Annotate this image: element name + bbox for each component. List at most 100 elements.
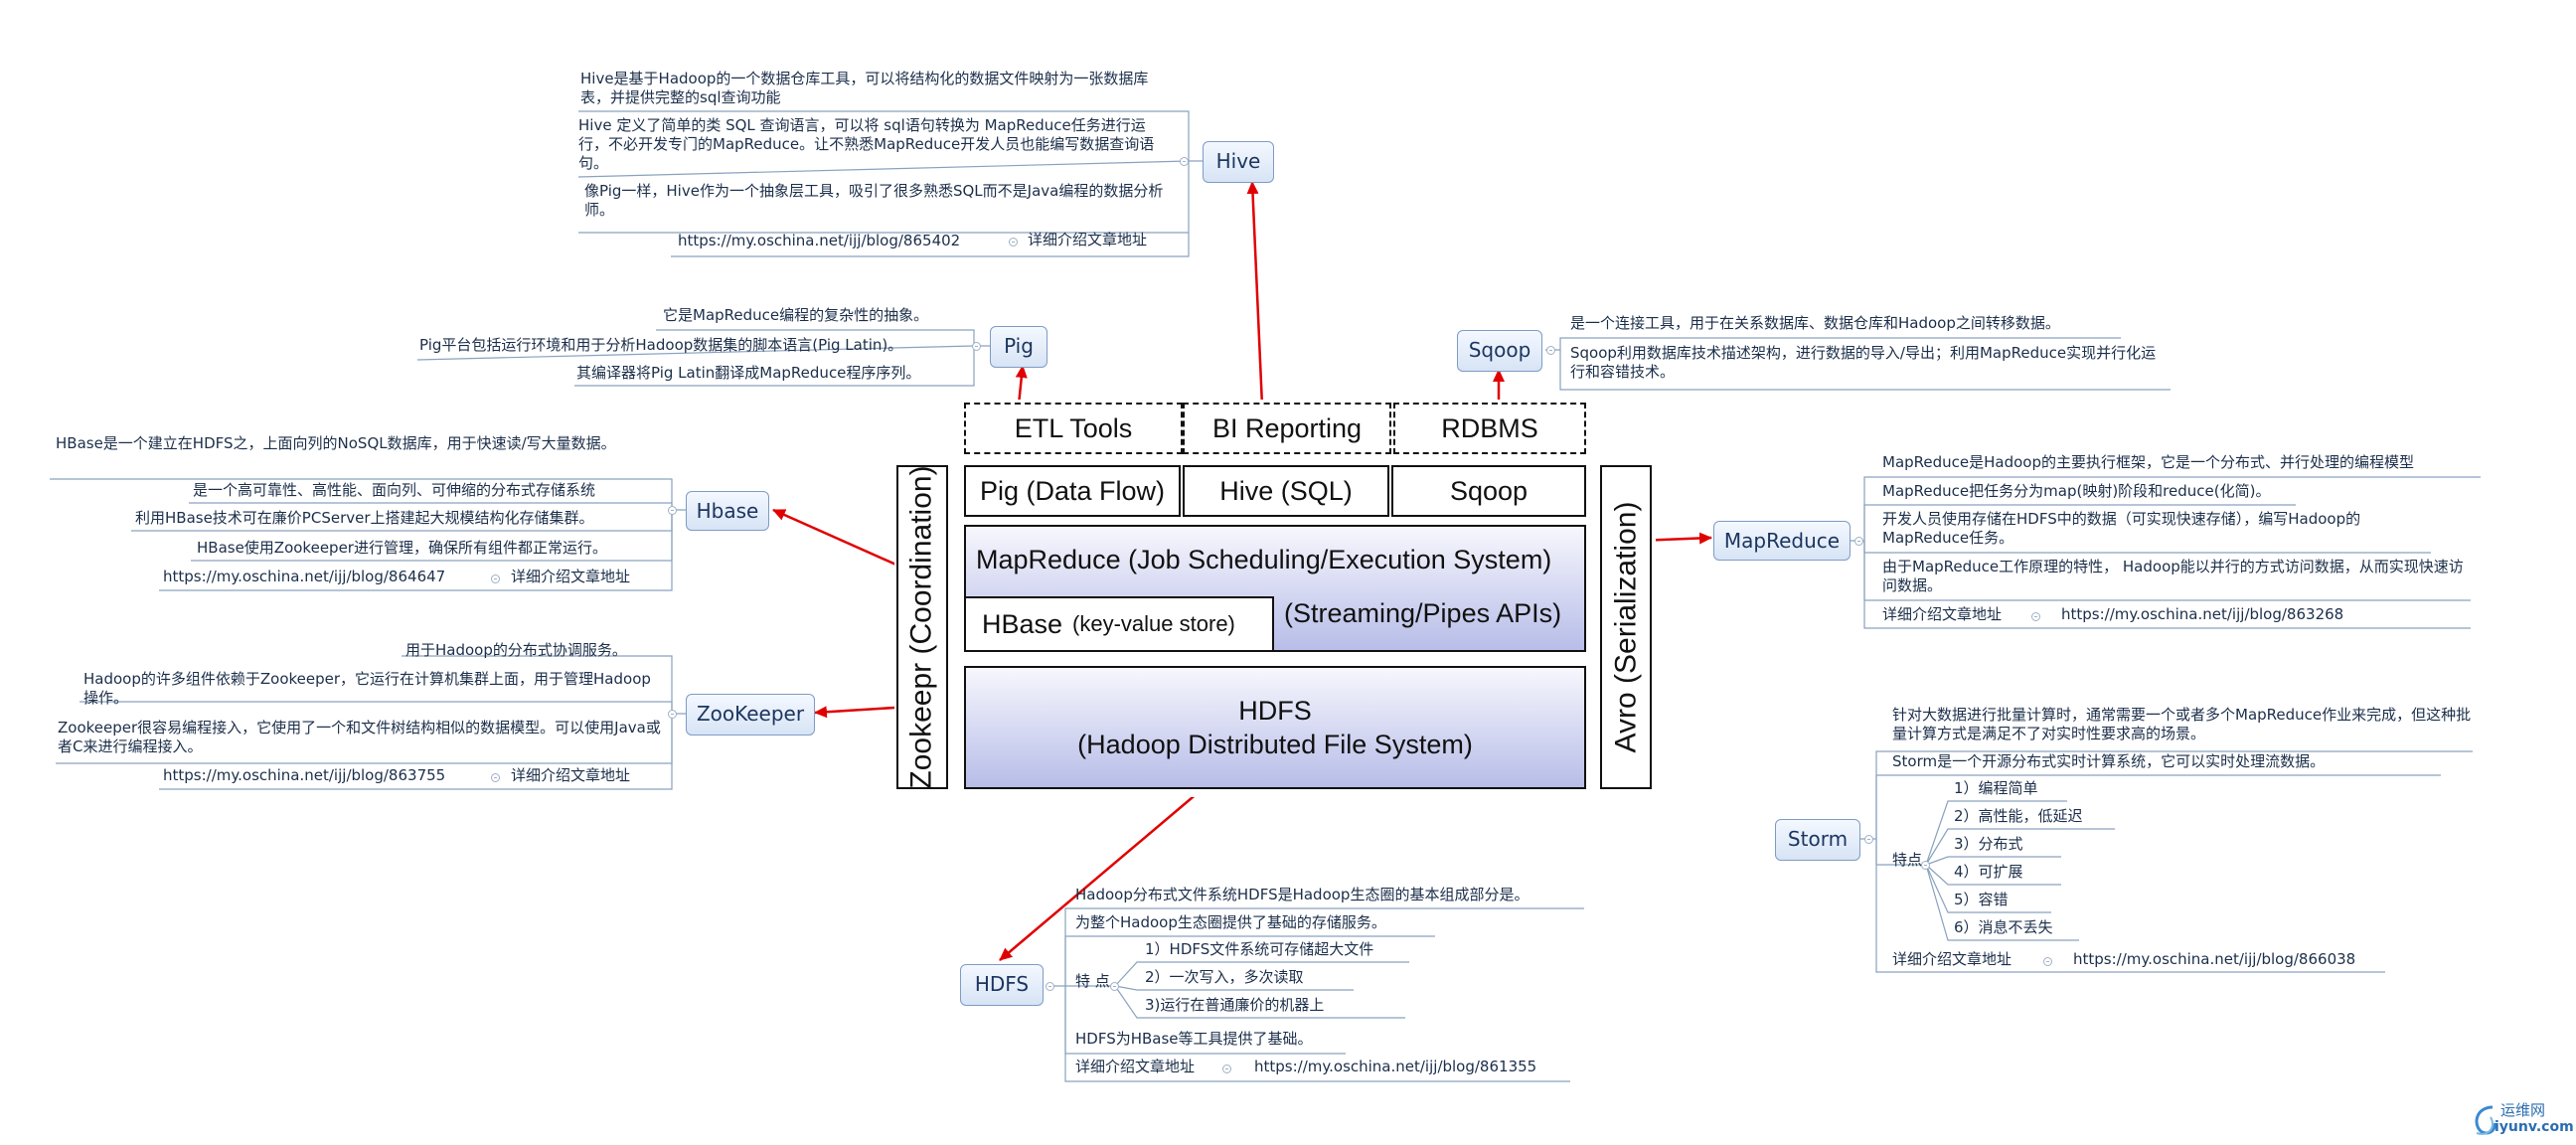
hbase-note-1: HBase是一个建立在HDFS之，上面向列的NoSQL数据库，用于快速读/写大量… bbox=[56, 434, 616, 452]
zookeeper-url-dot[interactable] bbox=[491, 773, 500, 782]
node-storm[interactable]: Storm bbox=[1775, 819, 1860, 861]
collapse-dot-hdfs-features[interactable] bbox=[1110, 982, 1119, 991]
stack-hdfs-label: HDFS bbox=[1238, 696, 1312, 726]
arrow-to-zookeeper bbox=[814, 706, 895, 719]
storm-feature-5: 5）容错 bbox=[1954, 891, 2009, 908]
branch-lines bbox=[50, 110, 2481, 1082]
stack-etl-tools: ETL Tools bbox=[964, 403, 1183, 454]
hdfs-note-3: HDFS为HBase等工具提供了基础。 bbox=[1075, 1030, 1313, 1048]
mapreduce-url-dot[interactable] bbox=[2031, 612, 2040, 621]
storm-url-dot[interactable] bbox=[2043, 957, 2052, 966]
collapse-dot-storm[interactable] bbox=[1864, 835, 1873, 844]
node-zookeeper[interactable]: ZooKeeper bbox=[686, 694, 815, 736]
hive-url-dot[interactable] bbox=[1009, 238, 1018, 246]
mapreduce-note-1: MapReduce是Hadoop的主要执行框架，它是一个分布式、并行处理的编程模… bbox=[1882, 453, 2415, 471]
hdfs-note-1: Hadoop分布式文件系统HDFS是Hadoop生态圈的基本组成部分是。 bbox=[1075, 886, 1530, 903]
stack-pig-label: Pig (Data Flow) bbox=[979, 475, 1166, 506]
node-sqoop[interactable]: Sqoop bbox=[1457, 330, 1542, 372]
stack-hbase: HBase (key-value store) bbox=[964, 596, 1274, 652]
arrow-to-hdfs bbox=[999, 764, 1231, 961]
node-pig[interactable]: Pig bbox=[990, 326, 1047, 368]
mapreduce-url[interactable]: https://my.oschina.net/ijj/blog/863268 bbox=[2061, 605, 2344, 623]
hive-note-1: Hive是基于Hadoop的一个数据仓库工具，可以将结构化的数据文件映射为一张数… bbox=[580, 70, 1149, 106]
storm-note-2: Storm是一个开源分布式实时计算系统，它可以实时处理流数据。 bbox=[1892, 752, 2326, 770]
zookeeper-url[interactable]: https://my.oschina.net/ijj/blog/863755 bbox=[163, 766, 446, 784]
stack-bi-reporting: BI Reporting bbox=[1183, 403, 1391, 454]
stack-sqoop: Sqoop bbox=[1391, 465, 1586, 517]
logo-text-cn: 运维网 bbox=[2500, 1101, 2546, 1119]
site-logo: 运维网 iyunv.com bbox=[2471, 1097, 2574, 1141]
hdfs-feature-3: 3)运行在普通廉价的机器上 bbox=[1145, 996, 1325, 1014]
collapse-dot-sqoop[interactable] bbox=[1546, 346, 1555, 355]
hive-note-2: Hive 定义了简单的类 SQL 查询语言，可以将 sql语句转换为 MapRe… bbox=[578, 116, 1155, 172]
collapse-dot-pig[interactable] bbox=[972, 342, 981, 351]
storm-feature-3: 3）分布式 bbox=[1954, 835, 2023, 853]
stack-hive: Hive (SQL) bbox=[1183, 465, 1389, 517]
stack-avro-label: Avro (Serialization) bbox=[1609, 501, 1643, 753]
hdfs-feature-label: 特 点 bbox=[1075, 972, 1110, 990]
collapse-dot-hbase[interactable] bbox=[668, 506, 677, 515]
stack-hbase-label: HBase bbox=[982, 608, 1063, 639]
hdfs-note-2: 为整个Hadoop生态圈提供了基础的存储服务。 bbox=[1075, 913, 1386, 931]
mapreduce-note-4: 由于MapReduce工作原理的特性， Hadoop能以并行的方式访问数据，从而… bbox=[1882, 558, 2464, 594]
sqoop-note-1: 是一个连接工具，用于在关系数据库、数据仓库和Hadoop之间转移数据。 bbox=[1570, 314, 2060, 332]
zookeeper-note-3: Zookeeper很容易编程接入，它使用了一个和文件树结构相似的数据模型。可以使… bbox=[58, 719, 661, 755]
collapse-dot-zookeeper[interactable] bbox=[668, 710, 677, 719]
storm-feature-6: 6）消息不丢失 bbox=[1954, 918, 2053, 936]
stack-streaming-label: (Streaming/Pipes APIs) bbox=[1284, 598, 1562, 628]
storm-feature-1: 1）编程简单 bbox=[1954, 779, 2038, 797]
stack-zookeeper: Zookeepr (Coordination) bbox=[896, 465, 948, 789]
stack-etl-tools-label: ETL Tools bbox=[1014, 412, 1133, 443]
hbase-note-2: 是一个高可靠性、高性能、面向列、可伸缩的分布式存储系统 bbox=[193, 481, 596, 499]
mapreduce-url-label: 详细介绍文章地址 bbox=[1882, 605, 2003, 623]
storm-feature-4: 4）可扩展 bbox=[1954, 863, 2023, 881]
node-hbase[interactable]: Hbase bbox=[686, 491, 769, 531]
hive-url-label: 详细介绍文章地址 bbox=[1028, 231, 1148, 248]
hbase-note-3: 利用HBase技术可在廉价PCServer上搭建起大规模结构化存储集群。 bbox=[135, 509, 594, 527]
stack-hive-label: Hive (SQL) bbox=[1219, 475, 1353, 506]
storm-feature-2: 2）高性能，低延迟 bbox=[1954, 807, 2083, 825]
zookeeper-note-1: 用于Hadoop的分布式协调服务。 bbox=[405, 641, 627, 659]
logo-text-en: iyunv.com bbox=[2495, 1119, 2574, 1135]
stack-hdfs-sublabel: (Hadoop Distributed File System) bbox=[1077, 730, 1473, 759]
node-hdfs[interactable]: HDFS bbox=[960, 964, 1044, 1006]
sqoop-note-2: Sqoop利用数据库技术描述架构，进行数据的导入/导出；利用MapReduce实… bbox=[1570, 344, 2157, 381]
storm-feature-label: 特点 bbox=[1892, 851, 1923, 869]
zookeeper-note-2: Hadoop的许多组件依赖于Zookeeper，它运行在计算机集群上面，用于管理… bbox=[83, 670, 651, 707]
node-hive[interactable]: Hive bbox=[1203, 141, 1274, 183]
node-mapreduce[interactable]: MapReduce bbox=[1713, 521, 1851, 561]
stack-bi-reporting-label: BI Reporting bbox=[1211, 412, 1363, 443]
collapse-dot-mapreduce[interactable] bbox=[1854, 537, 1863, 546]
collapse-dot-storm-features[interactable] bbox=[1921, 861, 1930, 870]
pig-note-2: Pig平台包括运行环境和用于分析Hadoop数据集的脚本语言(Pig Latin… bbox=[419, 336, 903, 354]
hdfs-url[interactable]: https://my.oschina.net/ijj/blog/861355 bbox=[1254, 1058, 1537, 1075]
hdfs-url-dot[interactable] bbox=[1222, 1064, 1231, 1073]
stack-hdfs: HDFS (Hadoop Distributed File System) bbox=[964, 666, 1586, 789]
storm-note-1: 针对大数据进行批量计算时，通常需要一个或者多个MapReduce作业来完成，但这… bbox=[1892, 706, 2472, 742]
pig-note-1: 它是MapReduce编程的复杂性的抽象。 bbox=[663, 306, 929, 324]
zookeeper-url-label: 详细介绍文章地址 bbox=[511, 766, 631, 784]
hdfs-url-label: 详细介绍文章地址 bbox=[1075, 1058, 1196, 1075]
hdfs-feature-2: 2）一次写入，多次读取 bbox=[1145, 968, 1304, 986]
hive-note-3: 像Pig一样，Hive作为一个抽象层工具，吸引了很多熟悉SQL而不是Java编程… bbox=[584, 182, 1164, 219]
hbase-url-dot[interactable] bbox=[491, 574, 500, 583]
collapse-dot-hive[interactable] bbox=[1180, 157, 1189, 166]
hdfs-feature-1: 1）HDFS文件系统可存储超大文件 bbox=[1145, 940, 1374, 958]
hbase-note-4: HBase使用Zookeeper进行管理，确保所有组件都正常运行。 bbox=[197, 539, 607, 557]
storm-url[interactable]: https://my.oschina.net/ijj/blog/866038 bbox=[2073, 950, 2356, 968]
hbase-url[interactable]: https://my.oschina.net/ijj/blog/864647 bbox=[163, 568, 446, 585]
storm-url-label: 详细介绍文章地址 bbox=[1892, 950, 2012, 968]
mapreduce-note-3: 开发人员使用存储在HDFS中的数据（可实现快速存储），编写Hadoop的MapR… bbox=[1882, 510, 2361, 547]
mapreduce-note-2: MapReduce把任务分为map(映射)阶段和reduce(化简)。 bbox=[1882, 482, 2271, 500]
stack-rdbms-label: RDBMS bbox=[1441, 412, 1538, 443]
stack-mapreduce-label: MapReduce (Job Scheduling/Execution Syst… bbox=[976, 545, 1552, 574]
stack-sqoop-label: Sqoop bbox=[1449, 475, 1529, 506]
stack-hbase-sublabel: (key-value store) bbox=[1072, 611, 1235, 636]
hive-url[interactable]: https://my.oschina.net/ijj/blog/865402 bbox=[678, 232, 961, 249]
collapse-dot-hdfs[interactable] bbox=[1046, 982, 1054, 991]
stack-avro: Avro (Serialization) bbox=[1600, 465, 1652, 789]
stack-rdbms: RDBMS bbox=[1393, 403, 1586, 454]
stack-zookeeper-label: Zookeepr (Coordination) bbox=[905, 465, 939, 789]
logo-swirl-icon bbox=[2475, 1105, 2496, 1135]
